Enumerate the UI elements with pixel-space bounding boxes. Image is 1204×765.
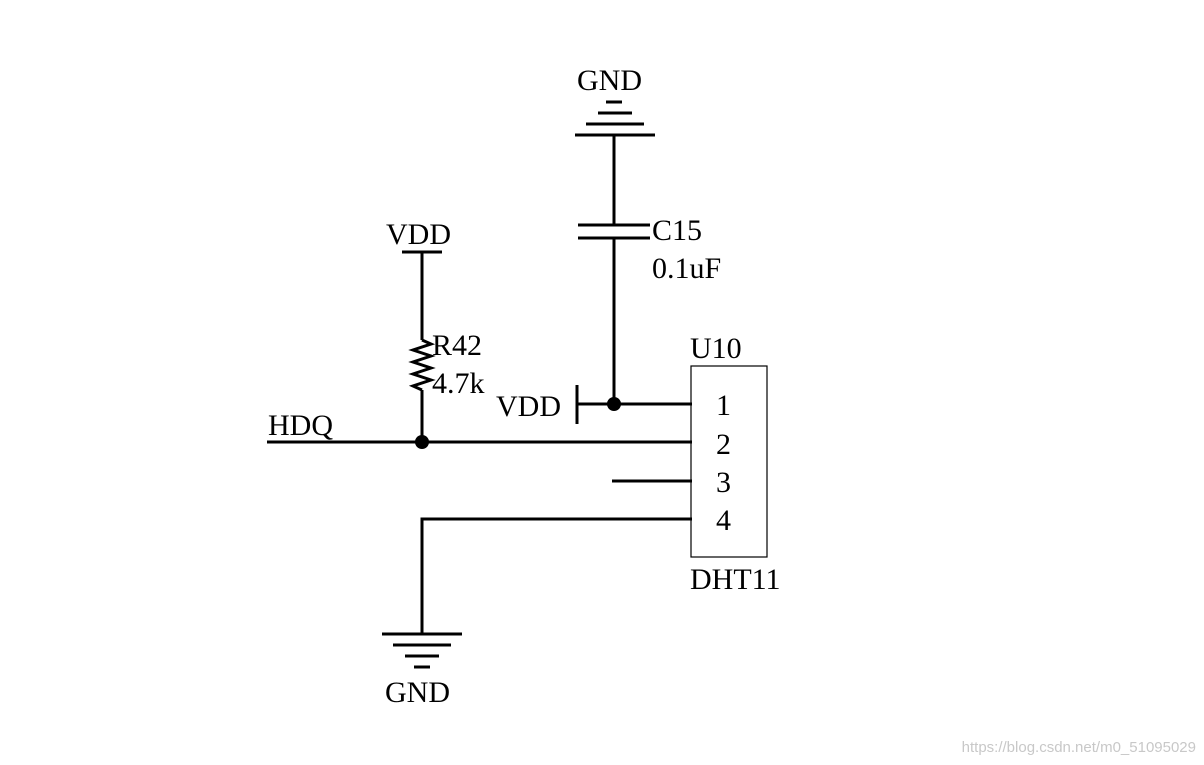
pin1-label: 1 — [716, 389, 731, 422]
chip-ref-label: U10 — [690, 332, 742, 365]
capacitor-value-label: 0.1uF — [652, 252, 721, 285]
wire-pin4-to-gnd — [420, 517, 692, 634]
pin2-label: 2 — [716, 428, 731, 461]
junction-dot-pin1 — [607, 397, 621, 411]
vdd-pin-label: VDD — [496, 390, 561, 423]
junction-dot-hdq — [415, 435, 429, 449]
resistor-r42 — [408, 338, 436, 392]
capacitor-ref-label: C15 — [652, 214, 702, 247]
resistor-value-label: 4.7k — [432, 367, 485, 400]
resistor-ref-label: R42 — [432, 329, 482, 362]
gnd-symbol-top — [575, 100, 655, 137]
gnd-symbol-bottom — [382, 632, 462, 669]
watermark-text: https://blog.csdn.net/m0_51095029 — [962, 739, 1196, 756]
vdd-resistor-label: VDD — [386, 218, 451, 251]
pin3-label: 3 — [716, 466, 731, 499]
chip-name-label: DHT11 — [690, 563, 781, 596]
hdq-label: HDQ — [268, 409, 333, 442]
gnd-top-label: GND — [577, 64, 642, 97]
pin4-label: 4 — [716, 504, 731, 537]
chip-u10-body — [690, 365, 768, 558]
capacitor-c15 — [578, 223, 650, 240]
gnd-bottom-label: GND — [385, 676, 450, 709]
